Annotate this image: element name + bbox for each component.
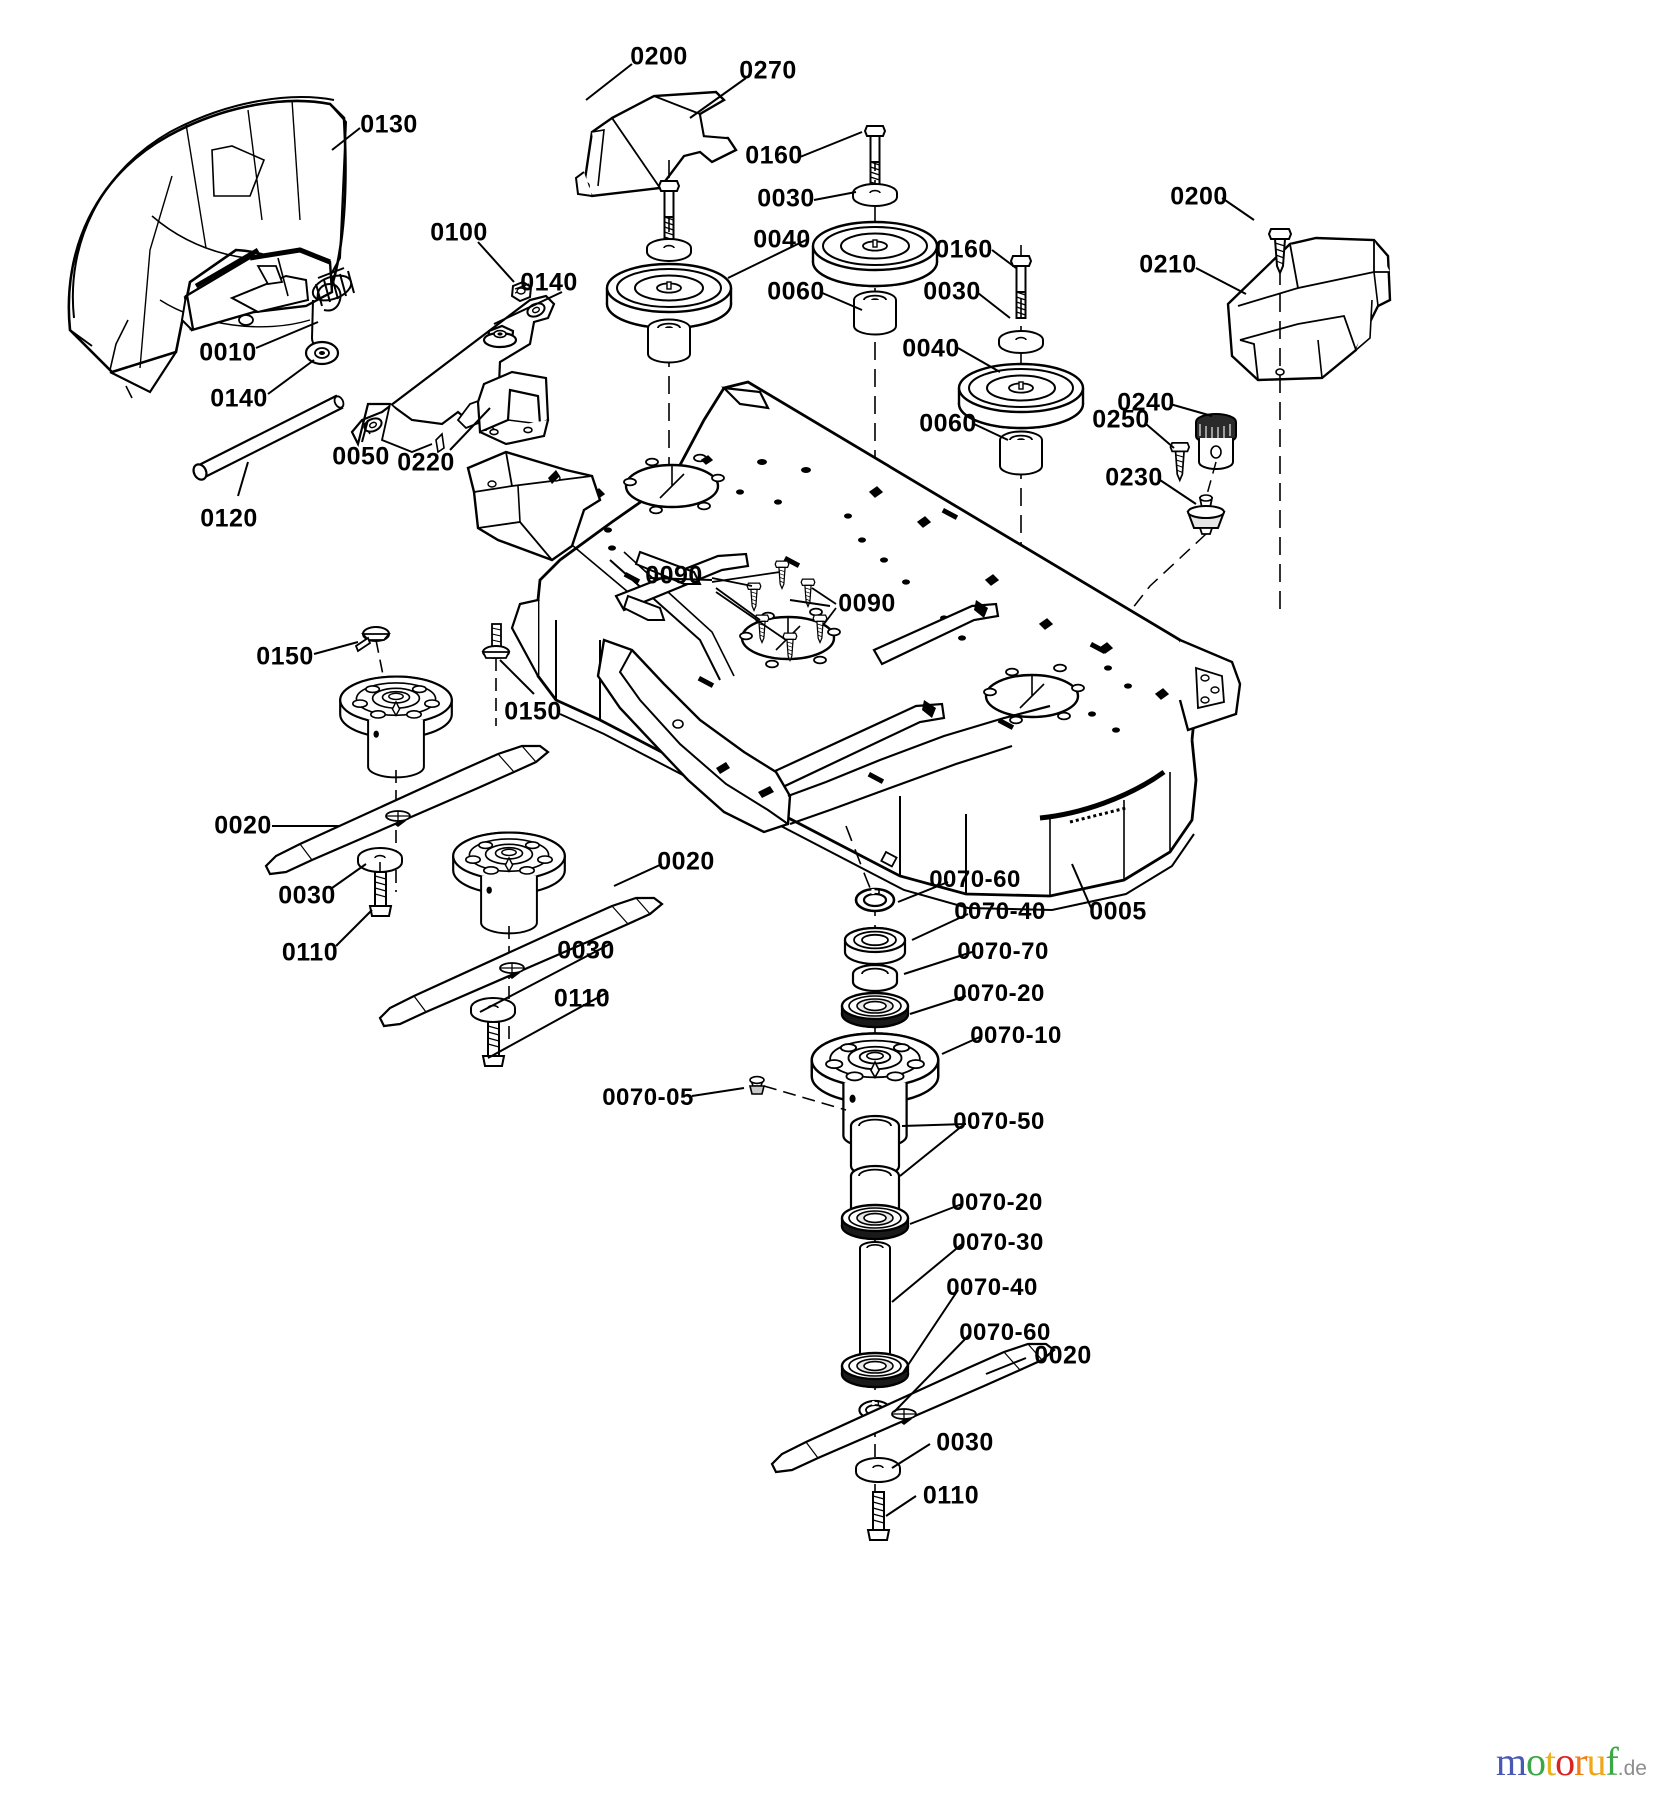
callout-knob-insert: 0240 bbox=[1117, 388, 1175, 417]
callout-cutting-blade: 0020 bbox=[214, 811, 272, 840]
callout-blade-bolt: 0110 bbox=[922, 1481, 980, 1510]
callout-self-tapping-screw: 0200 bbox=[1170, 182, 1228, 211]
callout-grease-fitting: 0230 bbox=[1105, 463, 1163, 492]
callout-spacer: 0060 bbox=[919, 409, 977, 438]
callout-bearing: 0070-20 bbox=[951, 1189, 1043, 1216]
part-0150-bolt-mid bbox=[481, 623, 511, 659]
callout-blade-washer: 0030 bbox=[278, 881, 336, 910]
callout-flange-lock-nut: 0140 bbox=[210, 384, 268, 413]
watermark-letter: t bbox=[1545, 1739, 1556, 1784]
part-0150-bolt-left bbox=[354, 626, 391, 653]
callout-grass-catcher-chute-cover: 0130 bbox=[360, 110, 418, 139]
callout-blade-washer: 0030 bbox=[557, 936, 615, 965]
part-0210-discharge-chute bbox=[1226, 236, 1392, 382]
callout-self-tapping-screw: 0090 bbox=[645, 561, 703, 590]
callout-spindle-shaft: 0070-30 bbox=[952, 1229, 1044, 1256]
part-0030-washer-bottom bbox=[855, 1457, 901, 1483]
part-0130-catcher-cover bbox=[67, 96, 348, 399]
callout-cutting-blade: 0020 bbox=[1034, 1341, 1092, 1370]
callout-spindle-housing: 0070-10 bbox=[970, 1022, 1062, 1049]
callout-hex-head-bolt: 0160 bbox=[935, 235, 993, 264]
callout-hex-head-bolt: 0160 bbox=[745, 141, 803, 170]
callout-bearing: 0070-40 bbox=[946, 1274, 1038, 1301]
watermark-motoruf: motoruf.de bbox=[1496, 1742, 1647, 1782]
watermark-letter: m bbox=[1495, 1739, 1527, 1784]
callout-retaining-ring: 0070-60 bbox=[929, 866, 1021, 893]
callout-belt-guard-bracket: 0270 bbox=[739, 56, 797, 85]
part-0070-30-shaft bbox=[859, 1241, 891, 1363]
stack-pulley-2 bbox=[811, 125, 939, 470]
part-0120-rod bbox=[192, 394, 345, 481]
part-0030-washer-mid bbox=[470, 997, 516, 1023]
callout-pulley: 0040 bbox=[753, 225, 811, 254]
callout-blade-bolt: 0110 bbox=[281, 938, 339, 967]
assembly-spindle-left bbox=[339, 675, 453, 892]
assembly-spindle-exploded bbox=[748, 825, 940, 1500]
leader-lines bbox=[237, 63, 1255, 1517]
callout-retaining-ring: 0070-60 bbox=[959, 1319, 1051, 1346]
part-0140-washer-left bbox=[304, 340, 340, 366]
callout-carriage-bolt: 0150 bbox=[504, 697, 562, 726]
callout-discharge-chute-deflector: 0210 bbox=[1139, 250, 1197, 279]
part-0140-flange-nut bbox=[482, 324, 518, 349]
callout-flange-lock-nut: 0140 bbox=[520, 268, 578, 297]
callout-spacer-sleeve: 0070-50 bbox=[953, 1108, 1045, 1135]
watermark-letter: f bbox=[1605, 1739, 1618, 1784]
callout-grease-fitting: 0070-05 bbox=[602, 1084, 694, 1111]
callout-self-tapping-screw: 0090 bbox=[838, 589, 896, 618]
callout-blade-bolt: 0110 bbox=[553, 984, 611, 1013]
part-0070-05-grease-fitting bbox=[748, 1075, 766, 1095]
part-0130-chute-collar bbox=[180, 247, 334, 332]
watermark-letter: o bbox=[1555, 1739, 1575, 1784]
part-0110-bolt-bottom bbox=[866, 1491, 891, 1541]
part-0005-mower-deck bbox=[466, 380, 1242, 912]
callout-mower-deck-housing: 0005 bbox=[1089, 897, 1147, 926]
watermark-letter: r bbox=[1574, 1739, 1587, 1784]
callout-rod: 0120 bbox=[200, 504, 258, 533]
part-0100-lock-nut bbox=[510, 280, 533, 303]
part-0270-belt-guard bbox=[574, 90, 738, 198]
callout-spacer: 0060 bbox=[767, 277, 825, 306]
callout-bearing: 0070-40 bbox=[954, 898, 1046, 925]
callout-self-tapping-screw: 0200 bbox=[630, 42, 688, 71]
callout-carriage-bolt: 0150 bbox=[256, 642, 314, 671]
callout-lock-nut: 0100 bbox=[430, 218, 488, 247]
part-0110-bolt-mid bbox=[481, 1021, 506, 1067]
watermark-letter: u bbox=[1586, 1739, 1606, 1784]
callout-cutting-blade: 0020 bbox=[657, 847, 715, 876]
callout-flat-washer: 0030 bbox=[757, 184, 815, 213]
part-0230-grease-fitting bbox=[1186, 494, 1226, 535]
part-0110-bolt-left bbox=[368, 871, 393, 917]
part-0220-support-bracket bbox=[476, 370, 550, 446]
part-0240-knob-insert bbox=[1195, 413, 1237, 470]
callout-pivot-bracket: 0050 bbox=[332, 442, 390, 471]
callout-seal: 0070-70 bbox=[957, 938, 1049, 965]
watermark-suffix: .de bbox=[1617, 1757, 1647, 1780]
group-0090-screws bbox=[622, 550, 837, 662]
callout-bearing: 0070-20 bbox=[953, 980, 1045, 1007]
watermark-letter: o bbox=[1526, 1739, 1546, 1784]
callout-pulley: 0040 bbox=[902, 334, 960, 363]
callout-flat-washer: 0030 bbox=[923, 277, 981, 306]
callout-extension-spring: 0010 bbox=[199, 338, 257, 367]
callout-support-bracket: 0220 bbox=[397, 448, 455, 477]
callout-screw: 0250 bbox=[1092, 405, 1150, 434]
callout-blade-washer: 0030 bbox=[936, 1428, 994, 1457]
stack-pulley-1 bbox=[605, 160, 733, 500]
